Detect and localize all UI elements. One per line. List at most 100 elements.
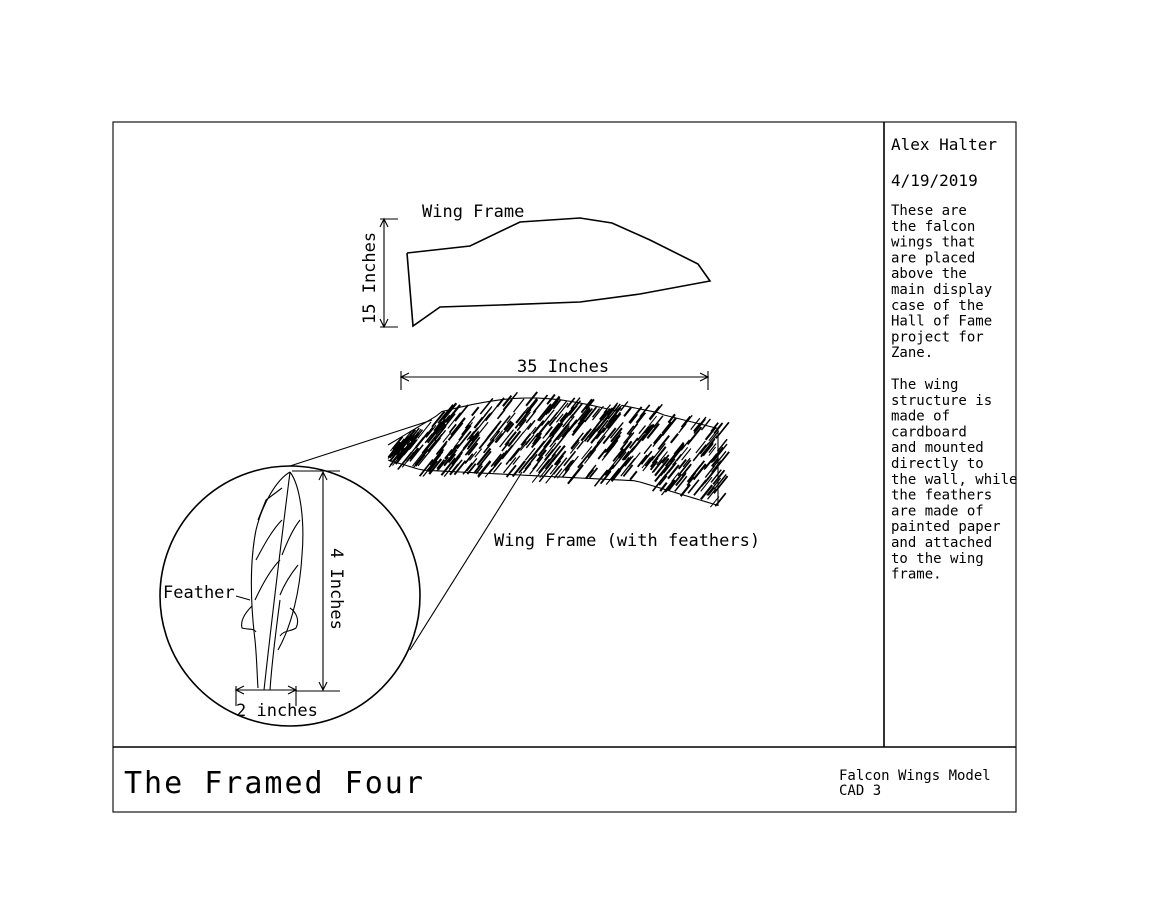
feather-hatch-stroke	[512, 440, 527, 458]
feather-hatch-stroke	[643, 424, 653, 435]
feather-hatch-stroke	[427, 460, 438, 473]
feather-hatch-stroke	[673, 441, 685, 456]
feather-hatch-stroke	[436, 459, 446, 470]
feather-hatch-stroke	[518, 406, 530, 420]
feather-hatch-stroke	[595, 427, 606, 440]
feather-hatch-stroke	[555, 402, 569, 419]
feather-hatch-stroke	[440, 457, 457, 476]
feather-hatch-stroke	[618, 440, 633, 458]
feather-hatch-stroke	[588, 467, 599, 479]
feather-hatch-stroke	[503, 420, 512, 431]
feather-hatch-stroke	[494, 430, 504, 441]
project-title: The Framed Four	[124, 766, 425, 801]
feather-hatch-stroke	[654, 457, 670, 477]
desc-line: are placed	[891, 250, 975, 266]
feather-hatch-stroke	[624, 431, 635, 444]
feather-hatch-stroke	[700, 418, 711, 431]
feather-hatch-stroke	[544, 454, 558, 470]
feather-hatch-stroke	[464, 421, 473, 432]
feather-hatch-stroke	[653, 415, 664, 428]
feather-hatch-stroke	[606, 436, 619, 452]
feather-hatch-stroke	[522, 422, 532, 434]
feather-hatch-stroke	[602, 427, 617, 445]
feather-hatch-stroke	[597, 419, 609, 434]
width-dimension-label: 35 Inches	[517, 357, 609, 377]
mat-line: the feathers	[891, 488, 992, 504]
feathered-wing-label: Wing Frame (with feathers)	[494, 531, 760, 551]
desc-line: project for	[891, 329, 984, 345]
feather-hatch-stroke	[449, 444, 459, 456]
feather-hatch-stroke	[438, 443, 447, 454]
feather-hatch-stroke	[656, 451, 668, 466]
feather-hatch-stroke	[712, 443, 728, 462]
feather-hatch-stroke	[710, 469, 722, 483]
mat-line: frame.	[891, 567, 942, 583]
feather-hatch-stroke	[431, 410, 446, 428]
feather-hatch-stroke	[444, 448, 454, 460]
feather-hatch-stroke	[442, 431, 452, 443]
feather-hatch-stroke	[641, 424, 655, 442]
drawing-border	[112, 121, 1017, 813]
feather-hatch-stroke	[526, 426, 537, 440]
feather-hatch-stroke	[432, 423, 446, 440]
feather-hatch-stroke	[478, 421, 489, 434]
mat-line: the wall, while	[891, 472, 1017, 488]
feather-hatch-stroke	[512, 398, 525, 413]
feather-hatch-stroke	[626, 425, 635, 435]
desc-line: wings that	[891, 235, 975, 251]
feather-hatch-stroke	[710, 446, 725, 464]
feather-hatch-stroke	[672, 453, 682, 466]
feather-hatch-stroke	[486, 430, 501, 447]
feather-hatch-stroke	[490, 453, 502, 468]
feather-hatch-stroke	[400, 428, 417, 448]
feather-hatch-stroke	[713, 473, 727, 490]
feather-hatch-stroke	[538, 464, 554, 483]
feather-hatch-stroke	[651, 442, 666, 461]
feather-hatch-stroke	[644, 455, 655, 467]
sheet-name: Falcon Wings Model	[839, 768, 991, 784]
feather-hatch-stroke	[473, 416, 484, 429]
feather-hatch-stroke	[506, 412, 516, 424]
feather-hatch-stroke	[516, 418, 527, 432]
feather-hatch-stroke	[389, 443, 402, 459]
feather-hatch-stroke	[699, 442, 710, 455]
feather-hatch-stroke	[707, 488, 717, 500]
feather-hatch-stroke	[564, 459, 575, 472]
feather-hatch-stroke	[391, 451, 401, 463]
feather-hatch-stroke	[596, 426, 611, 444]
feather-hatch-stroke	[686, 476, 695, 486]
desc-line: above the	[891, 266, 967, 282]
mat-line: cardboard	[891, 424, 967, 440]
feather-hatch-stroke	[406, 434, 415, 446]
feather-hatch-stroke	[418, 458, 434, 477]
feather-hatch-stroke	[447, 453, 457, 464]
feather-hatch-stroke	[569, 441, 580, 454]
feather-hatch-stroke	[593, 469, 609, 487]
feather-hatch-stroke	[629, 437, 639, 449]
feather-hatch-stroke	[711, 460, 722, 473]
feather-hatch-stroke	[544, 398, 559, 416]
feather-hatch-stroke	[505, 464, 517, 478]
feather-hatch-stroke	[525, 434, 535, 446]
feather-hatch-stroke	[657, 435, 670, 450]
feather-hatch-stroke	[651, 473, 667, 492]
feather-hatch-stroke	[643, 443, 653, 455]
feather-hatch-stroke	[471, 431, 480, 442]
feather-hatch-stroke	[520, 438, 531, 451]
feather-hatch-stroke	[545, 453, 556, 466]
feather-hatch-stroke	[544, 442, 557, 457]
feather-hatch-stroke	[709, 435, 718, 445]
feather-hatch-stroke	[590, 429, 602, 444]
feather-hatch-stroke	[652, 433, 663, 445]
feather-hatch-stroke	[525, 410, 537, 424]
feather-hatch-stroke	[693, 422, 702, 432]
feather-hatch-stroke	[669, 433, 679, 444]
feather-hatch-stroke	[539, 462, 552, 479]
feather-hatch-stroke	[583, 406, 598, 423]
feather-drawing	[241, 471, 304, 691]
mat-line: structure is	[891, 393, 992, 409]
feather-hatch-stroke	[661, 417, 677, 437]
feather-hatch-stroke	[493, 450, 508, 468]
feather-hatch-stroke	[612, 448, 625, 462]
feather-hatch-stroke	[571, 439, 580, 450]
